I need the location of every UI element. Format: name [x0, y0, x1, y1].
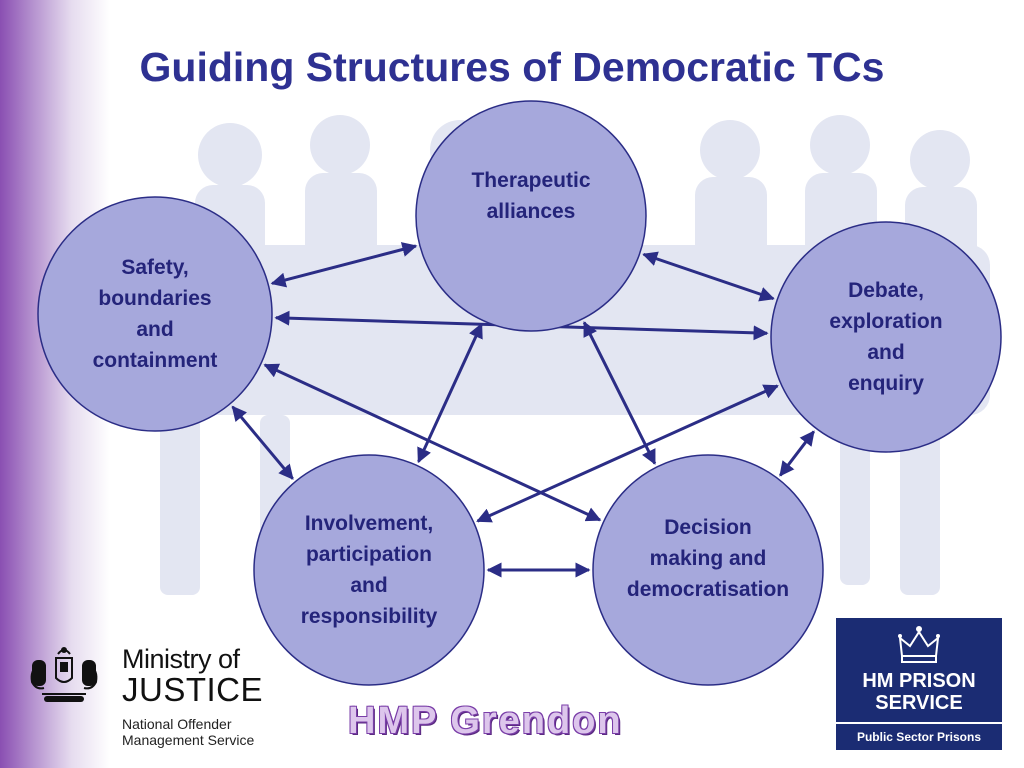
hmp-grendon-wordart: HMP Grendon	[348, 700, 623, 742]
arrow-therapeutic-decision	[582, 321, 657, 465]
node-label-therapeutic: Therapeutic alliances	[426, 165, 636, 227]
moj-subtitle: National Offender Management Service	[122, 716, 254, 748]
node-label-line: Therapeutic	[471, 169, 591, 192]
hmps-tagline: Public Sector Prisons	[856, 730, 982, 744]
node-label-debate: Debate, exploration and enquiry	[781, 275, 991, 399]
node-circle-therapeutic	[415, 100, 647, 332]
moj-subtitle-line1: National Offender	[122, 716, 232, 732]
arrow-therapeutic-involvement	[417, 322, 483, 464]
moj-name-line1: Ministry of	[122, 644, 240, 674]
node-label-line: Decision	[664, 515, 752, 539]
moj-subtitle-line2: Management Service	[122, 732, 255, 748]
hmps-name-line2: SERVICE	[875, 692, 963, 714]
node-label-line: making and	[649, 546, 767, 570]
node-label-line: exploration	[829, 310, 943, 333]
arrow-debate-decision	[779, 430, 815, 477]
royal-coat-of-arms-icon	[30, 647, 98, 702]
node-label-line: containment	[92, 349, 218, 372]
node-label-line: and	[350, 574, 388, 597]
node-label-line: democratisation	[626, 577, 790, 601]
slide-title: Guiding Structures of Democratic TCs	[139, 44, 885, 90]
ministry-of-justice-logo: Ministry of JUSTICE National Offender Ma…	[18, 640, 288, 750]
node-circle-debate	[770, 221, 1002, 453]
node-label-line: responsibility	[300, 605, 438, 628]
node-label-line: Safety,	[121, 256, 189, 279]
arrow-safety-therapeutic	[270, 242, 418, 288]
node-label-line: alliances	[486, 200, 576, 223]
node-label-line: and	[867, 341, 905, 364]
hmps-divider	[836, 722, 1002, 724]
node-label-line: Involvement,	[304, 512, 434, 535]
moj-name-line2: JUSTICE	[122, 671, 264, 708]
crown-icon	[898, 626, 940, 663]
hmps-name-line1: HM PRISON	[862, 670, 976, 692]
node-circle-decision	[592, 454, 824, 686]
arrow-debate-involvement	[476, 384, 779, 523]
node-label-decision: Decision making and democratisation	[603, 512, 813, 605]
node-label-line: enquiry	[848, 372, 924, 395]
node-circle-safety	[37, 196, 273, 432]
arrow-therapeutic-debate	[642, 251, 775, 302]
hmps-name: HM PRISON SERVICE	[836, 670, 1002, 714]
node-label-line: boundaries	[98, 287, 212, 310]
hm-prison-service-logo: HM PRISON SERVICE Public Sector Prisons	[836, 618, 1002, 750]
node-circle-involvement	[253, 454, 485, 686]
node-label-line: participation	[305, 543, 432, 566]
node-label-line: and	[136, 318, 174, 341]
node-label-involvement: Involvement, participation and responsibili…	[264, 508, 474, 632]
node-label-safety: Safety, boundaries and containment	[50, 252, 260, 376]
arrow-safety-involvement	[231, 405, 294, 480]
node-label-line: Debate,	[848, 279, 924, 302]
